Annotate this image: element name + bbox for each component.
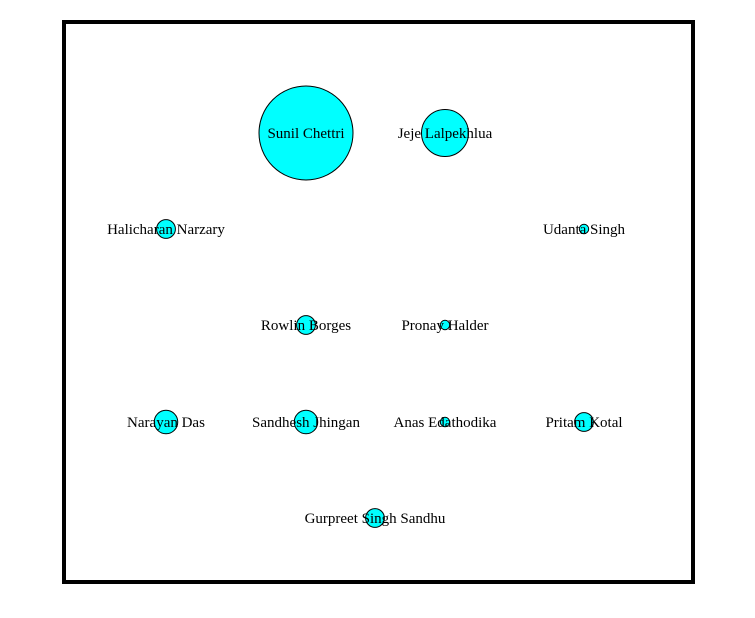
- network-node: Pronay Halder: [401, 318, 488, 334]
- node-label: Halicharan Narzary: [107, 222, 225, 238]
- node-circle: [421, 109, 469, 157]
- node-circle: [365, 508, 385, 528]
- node-label: Pritam Kotal: [545, 415, 622, 431]
- node-circle: [153, 409, 179, 435]
- node-circle: [578, 223, 590, 235]
- node-circle: [574, 412, 594, 432]
- node-label: Pronay Halder: [401, 318, 488, 334]
- network-node: Sandhesh Jhingan: [252, 409, 360, 435]
- network-node: Gurpreet Singh Sandhu: [305, 508, 446, 528]
- network-node: Halicharan Narzary: [107, 219, 225, 239]
- node-circle: [293, 409, 319, 435]
- node-label: Rowlin Borges: [261, 318, 351, 334]
- node-label: Gurpreet Singh Sandhu: [305, 511, 446, 527]
- node-label: Jeje Lalpekhlua: [398, 126, 493, 142]
- node-circle: [296, 315, 316, 335]
- node-label: Narayan Das: [127, 415, 205, 431]
- node-circle: [258, 85, 354, 181]
- network-node: Jeje Lalpekhlua: [398, 109, 493, 157]
- node-circle: [439, 416, 451, 428]
- node-label: Anas Edathodika: [394, 415, 497, 431]
- network-node: Udanta Singh: [543, 222, 626, 238]
- network-node: Rowlin Borges: [261, 315, 351, 335]
- node-label: Sunil Chettri: [267, 126, 344, 142]
- network-node: Sunil Chettri: [258, 85, 354, 181]
- network-node: Narayan Das: [127, 409, 205, 435]
- network-node: Pritam Kotal: [545, 412, 623, 432]
- node-circle: [439, 319, 451, 331]
- node-circle: [156, 219, 176, 239]
- plot-frame: [62, 20, 695, 584]
- network-node: Anas Edathodika: [394, 415, 497, 431]
- node-label: Sandhesh Jhingan: [252, 415, 360, 431]
- node-label: Udanta Singh: [543, 222, 626, 238]
